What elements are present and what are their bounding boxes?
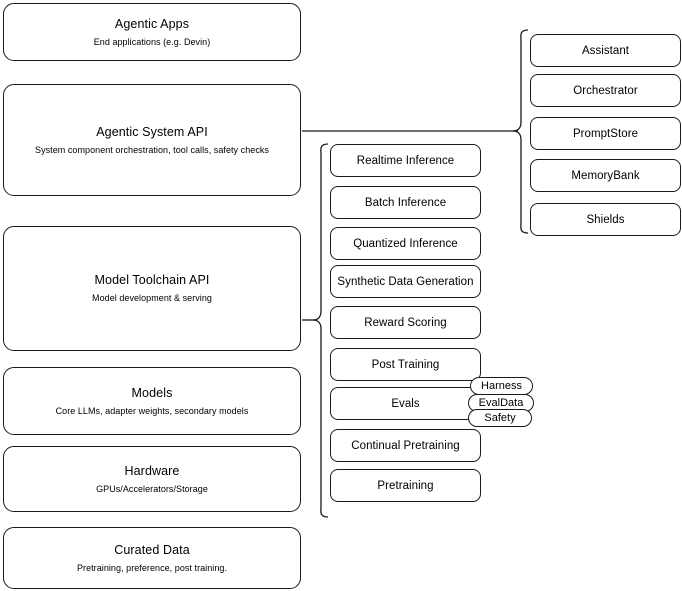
capability-quantized-inference[interactable]: Quantized Inference [330, 227, 481, 260]
capability-label: Synthetic Data Generation [337, 275, 474, 288]
capability-batch-inference[interactable]: Batch Inference [330, 186, 481, 219]
pill-label: EvalData [478, 397, 524, 409]
capability-label: Pretraining [377, 479, 434, 492]
evals-subcomponent-safety[interactable]: Safety [468, 409, 532, 427]
layer-subtitle: Model development & serving [92, 293, 212, 303]
layer-title: Hardware [124, 463, 180, 478]
capability-label: Post Training [371, 358, 440, 371]
brace-agentic-components [512, 29, 529, 234]
capability-continual-pretraining[interactable]: Continual Pretraining [330, 429, 481, 462]
component-label: Orchestrator [573, 84, 638, 97]
layer-subtitle: GPUs/Accelerators/Storage [96, 483, 208, 494]
agentic-component-memorybank[interactable]: MemoryBank [530, 159, 681, 192]
layer-card-hardware[interactable]: Hardware GPUs/Accelerators/Storage [3, 446, 301, 512]
layer-title: Models [131, 385, 173, 400]
component-label: MemoryBank [571, 169, 640, 182]
agentic-component-shields[interactable]: Shields [530, 203, 681, 236]
layer-card-models[interactable]: Models Core LLMs, adapter weights, secon… [3, 367, 301, 435]
capability-synthetic-data-generation[interactable]: Synthetic Data Generation [330, 265, 481, 298]
pill-label: Harness [481, 380, 522, 392]
capability-pretraining[interactable]: Pretraining [330, 469, 481, 502]
capability-evals[interactable]: Evals [330, 387, 481, 420]
capability-label: Quantized Inference [353, 237, 458, 250]
layer-card-agentic-system-api[interactable]: Agentic System API System component orch… [3, 84, 301, 196]
agentic-component-promptstore[interactable]: PromptStore [530, 117, 681, 150]
component-label: Shields [586, 213, 625, 226]
capability-label: Evals [391, 397, 420, 410]
layer-card-agentic-apps[interactable]: Agentic Apps End applications (e.g. Devi… [3, 3, 301, 61]
layer-title: Agentic System API [96, 124, 208, 139]
agentic-component-assistant[interactable]: Assistant [530, 34, 681, 67]
brace-toolchain-capabilities [312, 143, 329, 518]
capability-reward-scoring[interactable]: Reward Scoring [330, 306, 481, 339]
layer-subtitle: Pretraining, preference, post training. [76, 562, 228, 573]
capability-post-training[interactable]: Post Training [330, 348, 481, 381]
capability-realtime-inference[interactable]: Realtime Inference [330, 144, 481, 177]
capability-label: Realtime Inference [356, 154, 455, 167]
capability-label: Reward Scoring [364, 316, 447, 329]
layer-title: Agentic Apps [114, 16, 190, 31]
component-label: Assistant [581, 44, 630, 57]
agentic-component-orchestrator[interactable]: Orchestrator [530, 74, 681, 107]
layer-subtitle: Core LLMs, adapter weights, secondary mo… [55, 405, 249, 416]
layer-title: Curated Data [114, 542, 190, 557]
pill-label: Safety [484, 412, 516, 424]
layer-subtitle: System component orchestration, tool cal… [35, 144, 269, 155]
layer-subtitle: End applications (e.g. Devin) [93, 36, 211, 47]
layer-card-model-toolchain-api[interactable]: Model Toolchain API Model development & … [3, 226, 301, 351]
component-label: PromptStore [572, 127, 639, 140]
capability-label: Batch Inference [364, 196, 447, 209]
layer-card-curated-data[interactable]: Curated Data Pretraining, preference, po… [3, 527, 301, 589]
layer-title: Model Toolchain API [94, 273, 210, 287]
capability-label: Continual Pretraining [351, 439, 460, 452]
evals-subcomponent-harness[interactable]: Harness [470, 377, 533, 395]
